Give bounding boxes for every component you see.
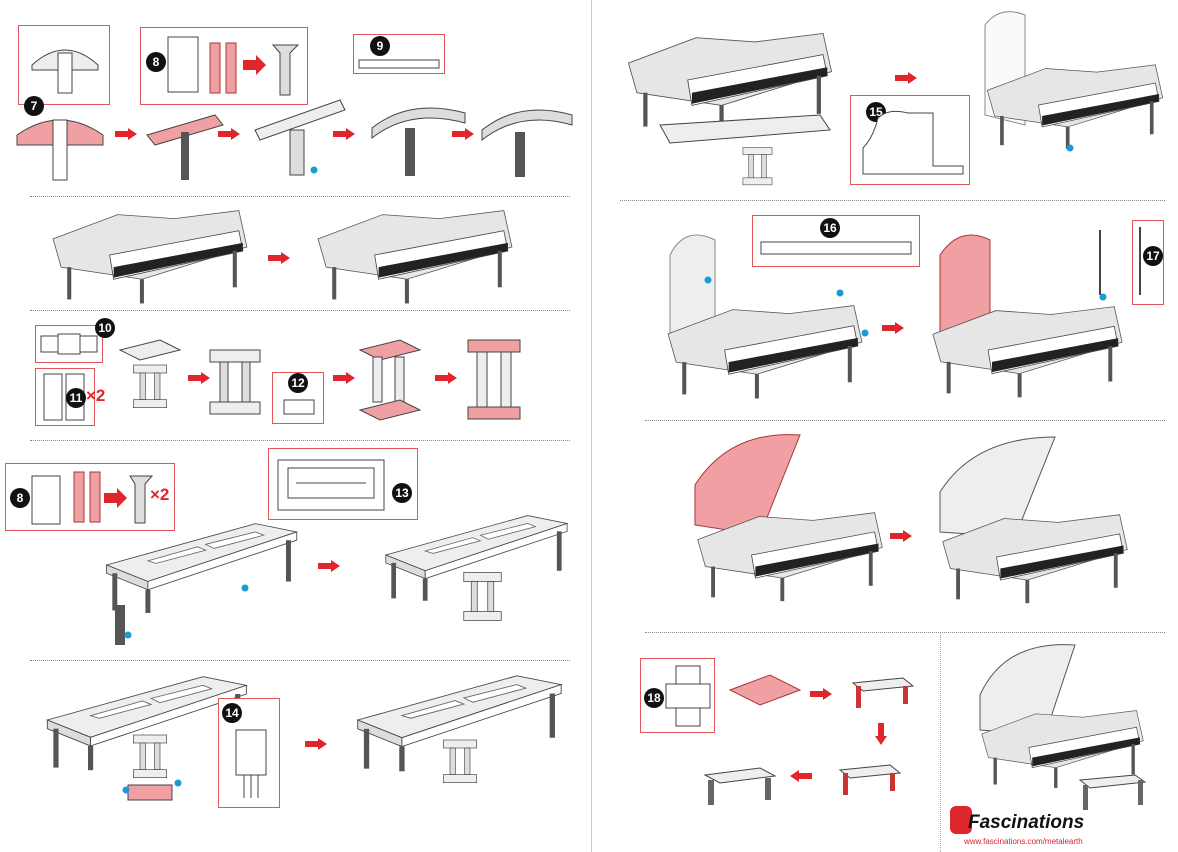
step-badge-13: 13 <box>392 483 412 503</box>
part-7-figure <box>31 49 99 94</box>
section-divider <box>30 196 570 197</box>
lyre-result <box>467 339 521 420</box>
part-13-figure <box>277 459 385 511</box>
step-badge-14: 14 <box>222 703 242 723</box>
step-badge-10: 10 <box>95 318 115 338</box>
piano-frame-with-lyre <box>370 505 575 621</box>
step-badge-17: 17 <box>1143 246 1163 266</box>
part-15-figure <box>862 110 964 175</box>
piano-body-with-legs <box>45 205 255 305</box>
step-badge-12: 12 <box>288 373 308 393</box>
step-badge-8: 8 <box>146 52 166 72</box>
brand-url[interactable]: www.fascinations.com/metalearth <box>964 837 1083 846</box>
part-detail-box-12 <box>272 372 324 424</box>
piano-complete <box>939 436 1135 617</box>
part-8-figure <box>167 36 300 96</box>
arrow-right-icon <box>218 128 240 140</box>
arrow-right-icon <box>882 322 904 334</box>
section-divider <box>620 200 1165 201</box>
arrow-left-icon <box>790 770 812 782</box>
arrow-right-icon <box>435 372 457 384</box>
step-badge-11: 11 <box>66 388 86 408</box>
arrow-right-icon <box>318 560 340 572</box>
arrow-right-icon <box>890 530 912 542</box>
part-7-assembly <box>16 119 104 181</box>
step-9-assembly <box>371 107 466 176</box>
quantity-multiplier: ×2 <box>86 386 106 405</box>
part-17-lid-prop <box>1139 227 1141 295</box>
arrow-down-icon <box>875 723 887 745</box>
section-divider <box>30 310 570 311</box>
piano-frame-pedals <box>30 665 255 801</box>
step-12-assembly <box>209 349 261 415</box>
step-9-result <box>481 109 573 177</box>
page-divider <box>591 0 592 852</box>
piano-rim-assembly <box>660 234 869 410</box>
step-badge-8-repeat: 8 <box>10 488 30 508</box>
quantity-multiplier: ×2 <box>150 485 170 504</box>
step-badge-18: 18 <box>644 688 664 708</box>
section-divider <box>30 660 570 661</box>
step-badge-7: 7 <box>24 96 44 116</box>
arrow-right-icon <box>452 128 474 140</box>
piano-body-frame <box>90 510 305 645</box>
bench-result <box>703 767 777 805</box>
bench-top-view <box>851 677 915 708</box>
piano-side-panel-assembly <box>984 11 1170 152</box>
section-divider <box>645 420 1165 421</box>
piano-rim-result <box>925 230 1135 410</box>
piano-frame-pedals-result <box>340 665 570 784</box>
piano-lid-assembly <box>620 25 840 186</box>
part-14-figure <box>235 729 267 798</box>
lyre-highlighted <box>358 339 422 421</box>
step-badge-9: 9 <box>370 36 390 56</box>
arrow-right-icon <box>810 688 832 700</box>
step-badge-16: 16 <box>820 218 840 238</box>
part-9-figure <box>358 59 440 69</box>
arrow-right-icon <box>333 128 355 140</box>
section-divider <box>30 440 570 441</box>
bench-part-highlighted <box>728 674 802 706</box>
section-divider <box>940 632 941 852</box>
arrow-right-icon <box>305 738 327 750</box>
arrow-right-icon <box>333 372 355 384</box>
section-divider <box>645 632 1165 633</box>
part-10-figure <box>40 333 98 355</box>
step-10-assembly <box>118 339 182 409</box>
piano-lid-highlighted <box>694 434 890 615</box>
arrow-right-icon <box>895 72 917 84</box>
part-12-figure <box>283 399 315 415</box>
brand-mascot-icon <box>950 806 972 834</box>
brand-logo: Fascinations <box>968 812 1085 833</box>
arrow-right-icon <box>115 128 137 140</box>
arrow-right-icon <box>268 252 290 264</box>
step-8-assembly <box>146 114 224 180</box>
piano-body-result <box>310 205 520 305</box>
part-18-figure <box>665 665 711 727</box>
part-8-repeat-figure <box>31 471 154 525</box>
step-8-result <box>254 99 346 176</box>
part-16-figure <box>760 241 912 255</box>
bench-bottom-view <box>838 764 902 795</box>
finished-piano-with-bench <box>979 644 1147 810</box>
